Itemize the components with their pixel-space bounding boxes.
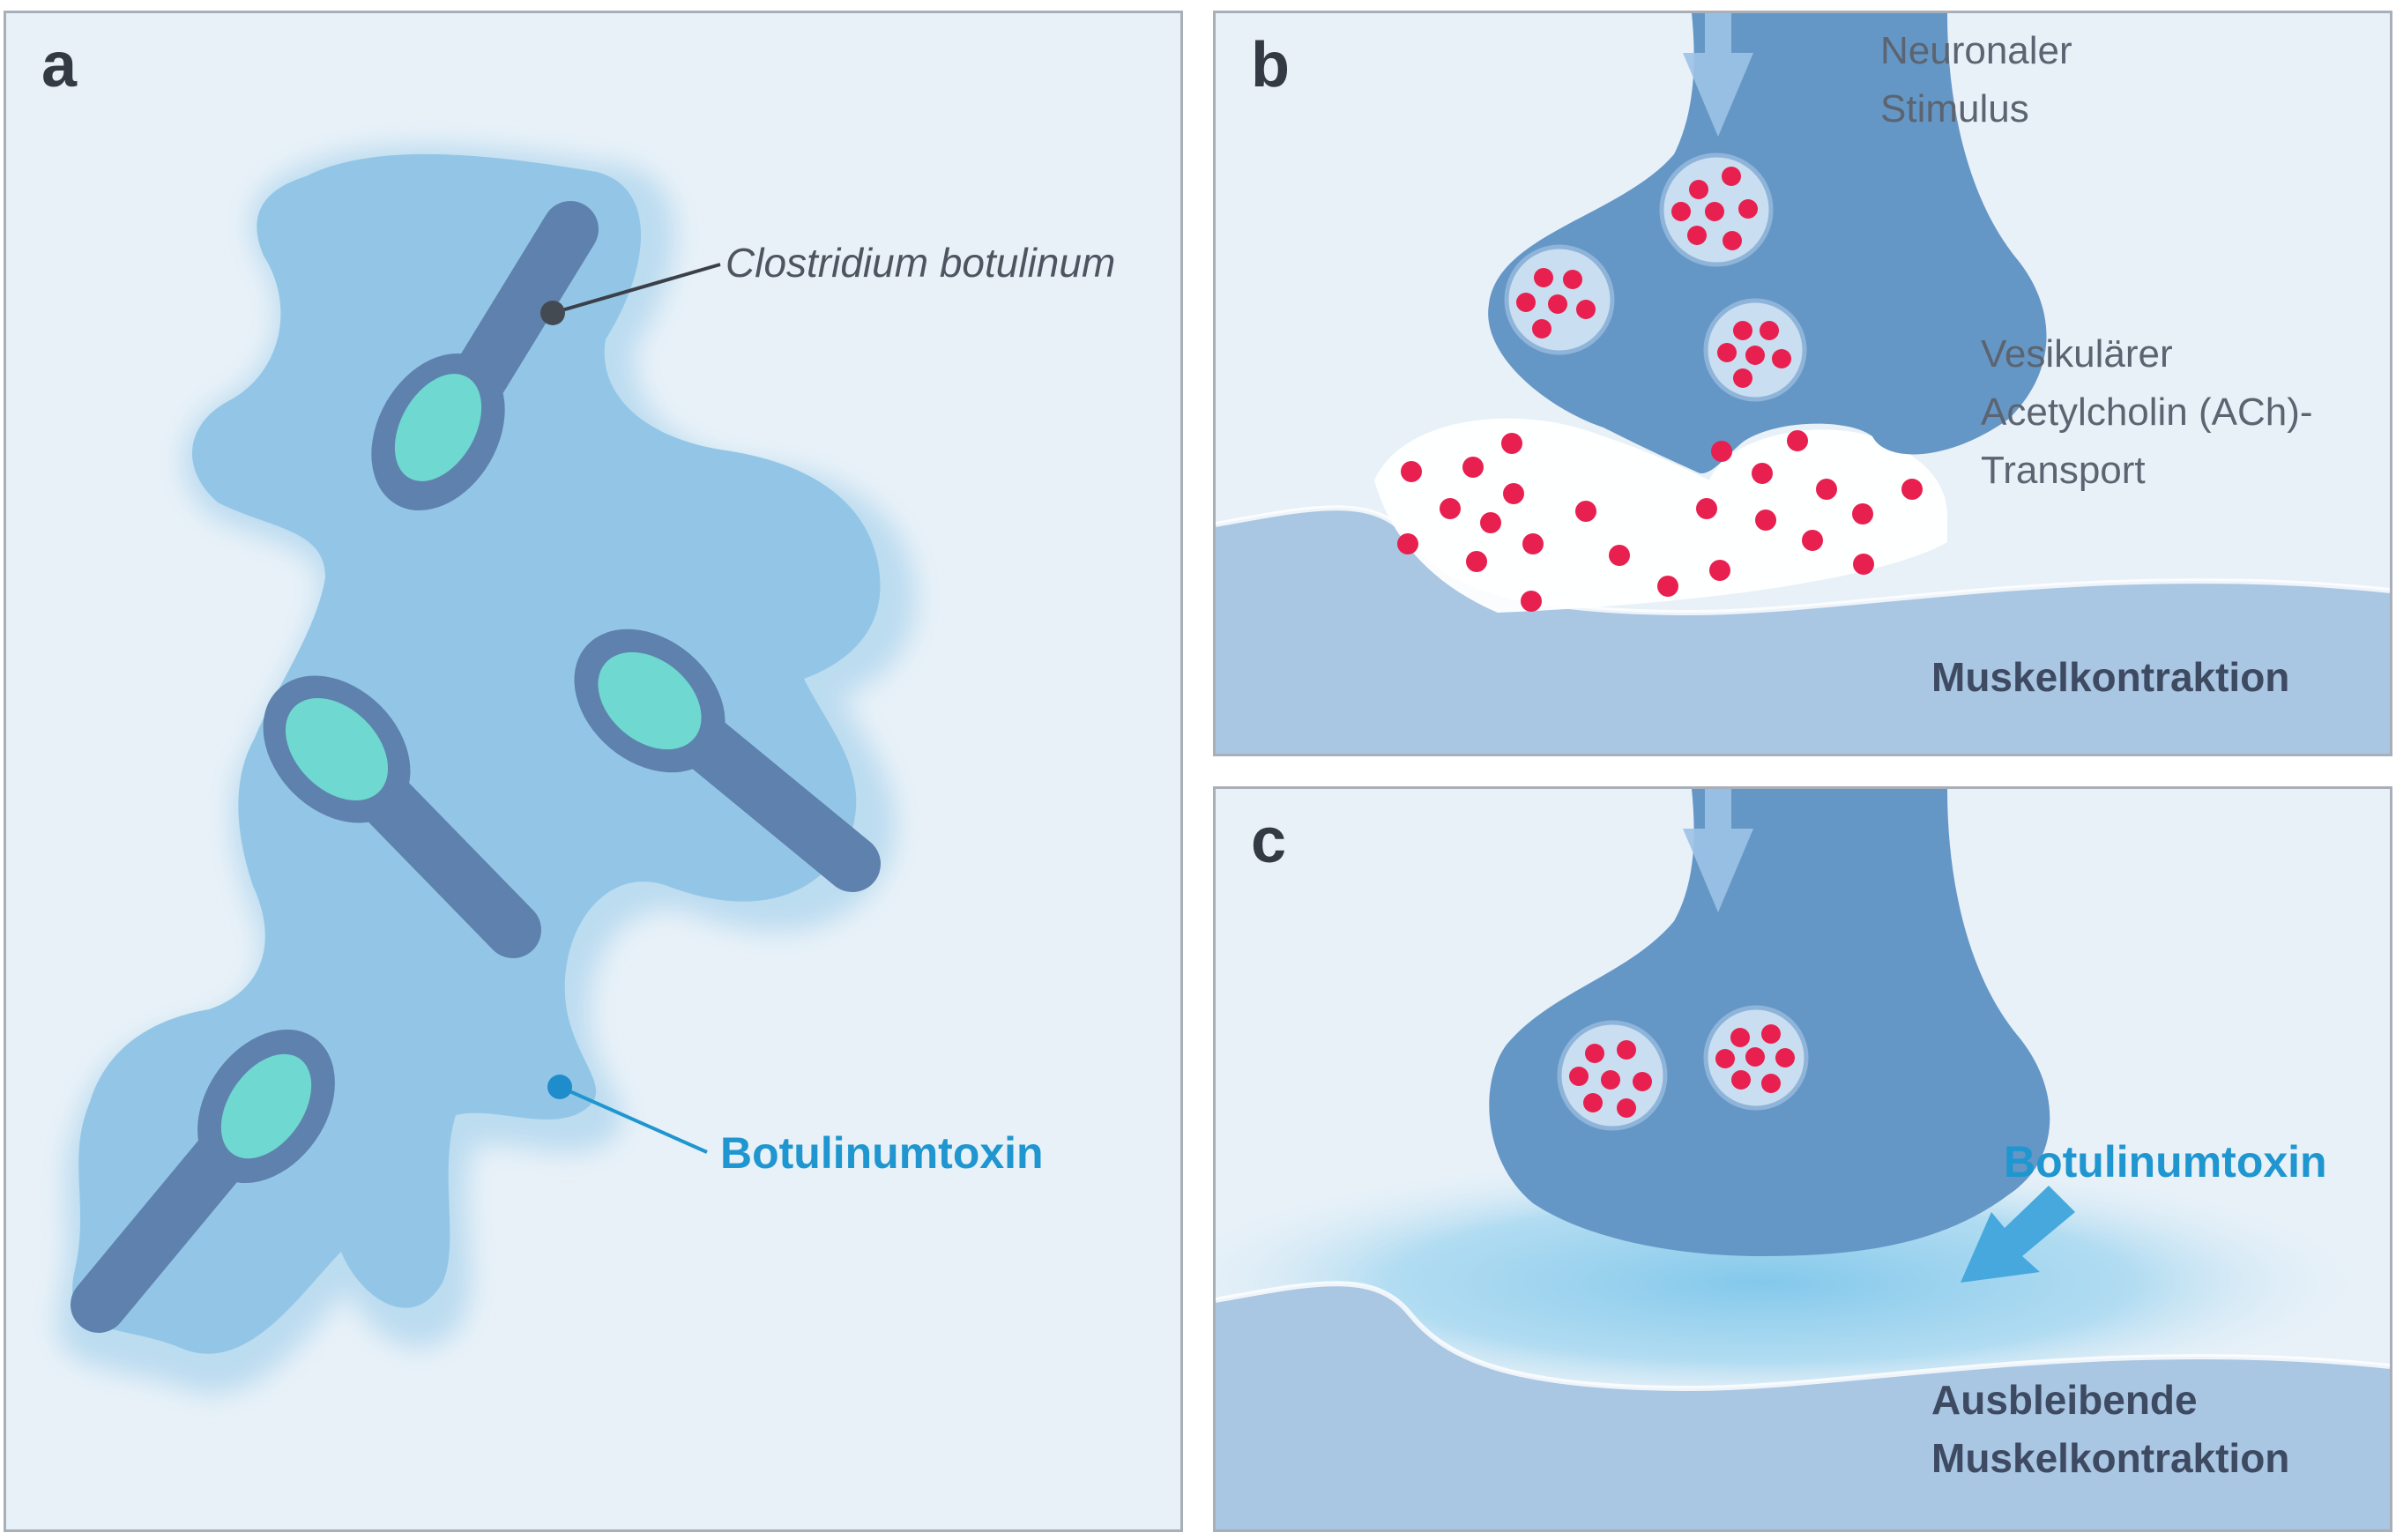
panel-b: b Neuronaler Stimulus Vesikulärer Acetyl… (1213, 11, 2392, 756)
stimulus-label-line2: Stimulus (1880, 87, 2029, 130)
transport-label-line1: Vesikulärer (1981, 332, 2173, 376)
panel-c: c Botulinumtoxin Ausbleibende Muskelkont… (1213, 786, 2392, 1532)
muscle-tissue (1216, 1283, 2390, 1529)
transport-label-line3: Transport (1981, 449, 2146, 492)
toxin-arrow (1961, 1186, 2075, 1283)
toxin-pointer (547, 1075, 708, 1154)
stimulus-arrow (1683, 789, 1753, 912)
vesicle (1703, 298, 1807, 402)
released-acetylcholine (1397, 430, 1923, 612)
toxin-cloud (1216, 1150, 2379, 1415)
vesicle (1703, 1005, 1809, 1111)
botulinumtoxin-label: Botulinumtoxin (2004, 1137, 2327, 1187)
vesicle (1659, 153, 1774, 267)
panel-c-illustration (1216, 789, 2390, 1529)
panel-letter-c: c (1251, 806, 1287, 876)
transport-label-line2: Acetylcholin (ACh)- (1981, 391, 2313, 434)
nerve-terminal (1488, 13, 2047, 473)
clostridium-label: Clostridium botulinum (725, 240, 1116, 286)
panel-b-illustration (1216, 13, 2390, 754)
bacterium-middle-right (574, 629, 881, 892)
bacterium-bottom (71, 1029, 335, 1333)
synaptic-cleft (1374, 418, 1947, 613)
result-label-line1: Ausbleibende (1931, 1377, 2198, 1423)
botulinumtoxin-label: Botulinumtoxin (720, 1128, 1044, 1178)
bacterium-middle-left (263, 675, 541, 958)
bacterium-pointer (540, 263, 721, 325)
stimulus-label-line1: Neuronaler (1880, 29, 2072, 72)
stimulus-arrow (1683, 13, 1753, 137)
panel-letter-b: b (1251, 30, 1290, 100)
muscle-tissue (1216, 508, 2390, 754)
result-label-line2: Muskelkontraktion (1931, 1435, 2290, 1481)
panel-a: a Clostridium botulinum Botulinumtoxin (4, 11, 1183, 1532)
panel-letter-a: a (41, 30, 78, 100)
muscle-contraction-label: Muskelkontraktion (1931, 654, 2290, 700)
vesicle (1504, 244, 1615, 355)
vesicle (1557, 1020, 1668, 1131)
bacterium-top (371, 201, 599, 511)
panel-a-illustration (57, 145, 916, 1395)
